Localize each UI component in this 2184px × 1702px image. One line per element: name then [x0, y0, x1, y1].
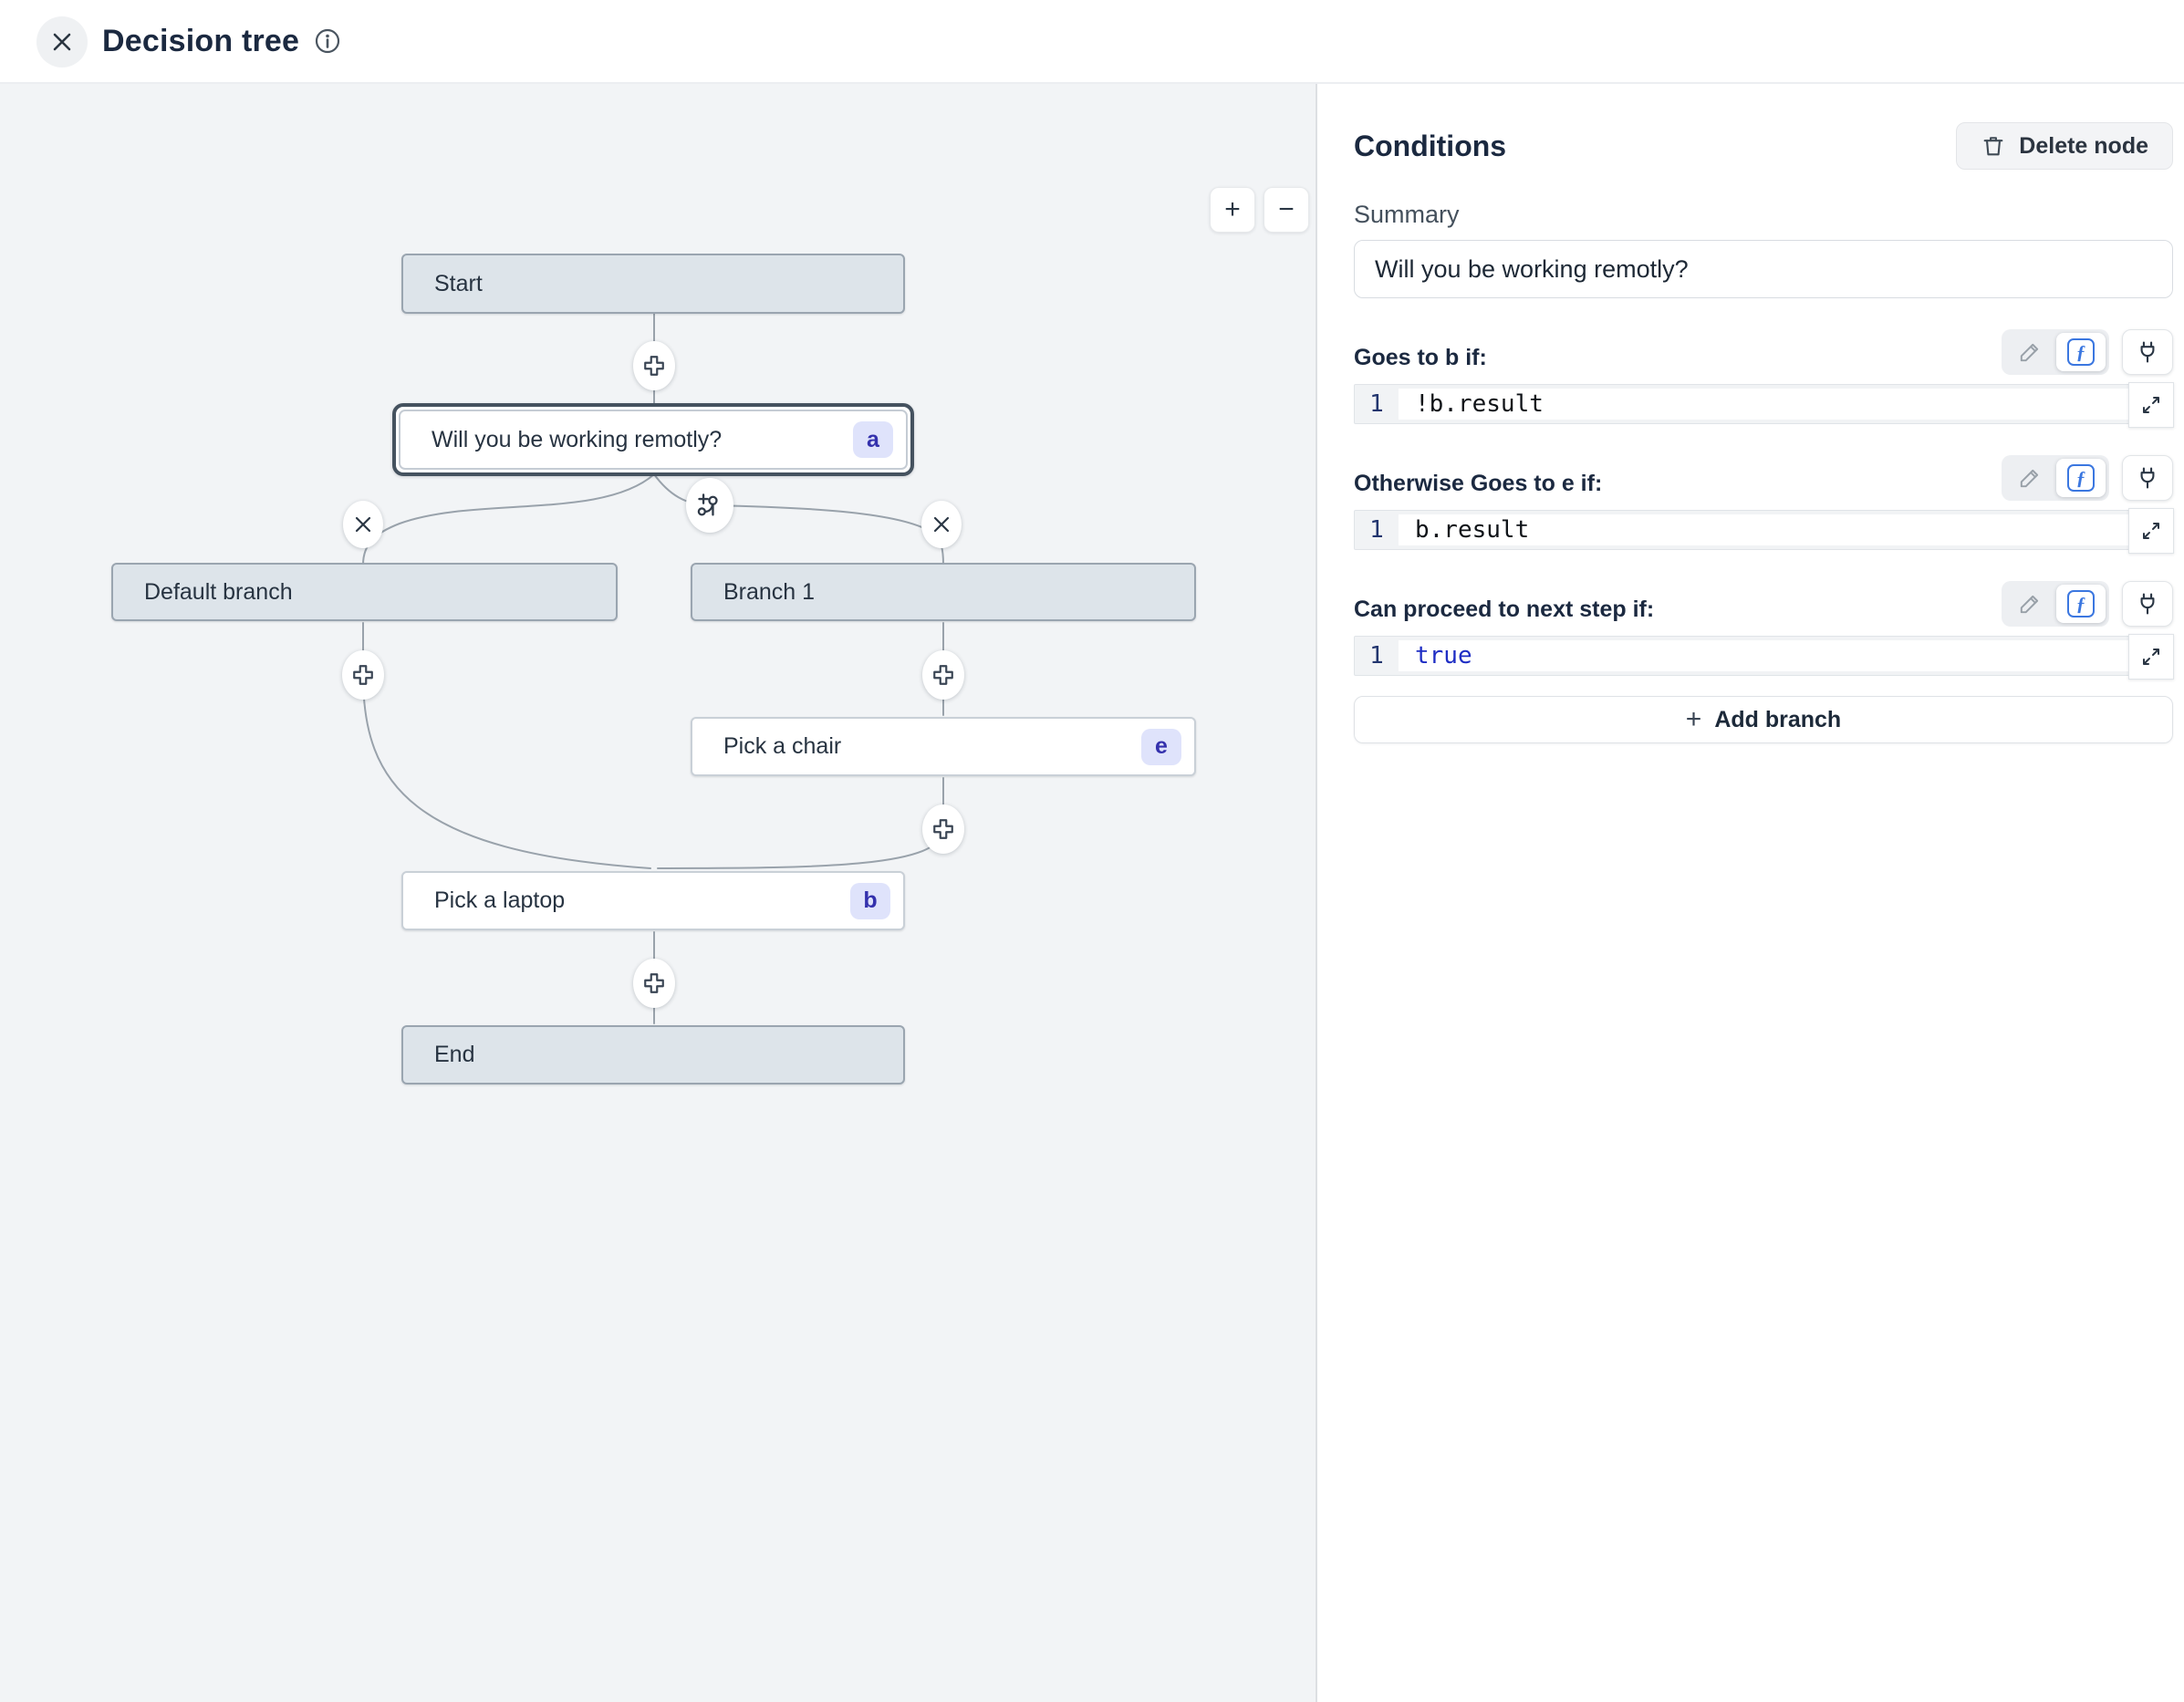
flow-canvas: Start Will you be working remotly? a Def… — [0, 84, 1316, 1702]
pencil-icon — [2018, 466, 2042, 490]
add-node-button[interactable] — [922, 650, 964, 700]
summary-input[interactable] — [1354, 240, 2173, 298]
plus-icon: + — [1685, 704, 1702, 734]
node-question-selected[interactable]: Will you be working remotly? a — [392, 403, 914, 476]
section-label: Can proceed to next step if: — [1354, 597, 1655, 622]
panel-title: Conditions — [1354, 129, 1507, 162]
zoom-out-button[interactable]: − — [1264, 187, 1309, 233]
zoom-in-button[interactable]: + — [1210, 187, 1255, 233]
code-mode-button[interactable]: ƒ — [2056, 333, 2106, 371]
add-branch-connector-button[interactable] — [686, 478, 733, 533]
info-icon[interactable] — [314, 27, 341, 55]
code-input[interactable]: true — [1399, 640, 2128, 671]
node-label: Start — [434, 270, 483, 296]
node-start[interactable]: Start — [401, 254, 905, 314]
node-label: Pick a laptop — [434, 887, 566, 913]
line-number: 1 — [1369, 516, 1384, 544]
node-label: Branch 1 — [723, 578, 816, 605]
code-editor: 1 !b.result — [1354, 382, 2174, 428]
add-node-button[interactable] — [922, 804, 964, 854]
code-mode-button[interactable]: ƒ — [2056, 459, 2106, 497]
node-label: End — [434, 1042, 475, 1067]
remove-branch-icon — [353, 514, 373, 534]
conditions-panel: Conditions Delete node Summary Goes to b… — [1316, 84, 2184, 1702]
add-branch-button[interactable]: + Add branch — [1354, 696, 2173, 743]
code-mode-button[interactable]: ƒ — [2056, 585, 2106, 623]
code-editor: 1 b.result — [1354, 508, 2174, 554]
edit-mode-button[interactable] — [2005, 459, 2054, 497]
node-badge: e — [1141, 728, 1181, 765]
line-number: 1 — [1369, 390, 1384, 418]
summary-label: Summary — [1354, 201, 1460, 228]
add-node-icon — [931, 663, 955, 687]
page-title: Decision tree — [102, 23, 300, 58]
node-badge: b — [850, 882, 890, 919]
code-input[interactable]: !b.result — [1399, 389, 2128, 420]
close-icon — [49, 29, 75, 55]
node-end[interactable]: End — [401, 1025, 905, 1085]
section-label: Goes to b if: — [1354, 345, 1487, 370]
expand-editor-button[interactable] — [2128, 382, 2174, 428]
delete-node-button[interactable]: Delete node — [1956, 122, 2173, 170]
plug-button[interactable] — [2122, 455, 2173, 501]
add-branch-label: Add branch — [1714, 706, 1842, 732]
condition-section-proceed: Can proceed to next step if: ƒ — [1354, 581, 2174, 680]
add-branch-connector-icon — [696, 492, 723, 519]
add-node-button[interactable] — [633, 959, 675, 1008]
line-number: 1 — [1369, 642, 1384, 669]
edit-mode-button[interactable] — [2005, 585, 2054, 623]
remove-branch-button[interactable] — [921, 501, 962, 548]
condition-section-goes-to-e: Otherwise Goes to e if: ƒ — [1354, 455, 2174, 554]
node-label: Pick a chair — [723, 733, 842, 759]
node-question-inner: Will you be working remotly? a — [399, 410, 908, 470]
zoom-in-icon: + — [1224, 194, 1241, 224]
fx-icon: ƒ — [2067, 590, 2095, 617]
section-label: Otherwise Goes to e if: — [1354, 471, 1603, 496]
remove-branch-button[interactable] — [343, 501, 383, 548]
expand-editor-button[interactable] — [2128, 508, 2174, 554]
editor-mode-toggle: ƒ — [2002, 581, 2109, 627]
remove-branch-icon — [931, 514, 952, 534]
pencil-icon — [2018, 592, 2042, 616]
close-button[interactable] — [36, 16, 88, 67]
editor-mode-toggle: ƒ — [2002, 455, 2109, 501]
add-node-icon — [642, 354, 666, 378]
plug-button[interactable] — [2122, 581, 2173, 627]
node-default-branch[interactable]: Default branch — [111, 563, 618, 621]
add-node-icon — [351, 663, 375, 687]
code-editor: 1 true — [1354, 634, 2174, 680]
delete-node-label: Delete node — [2019, 132, 2148, 159]
plug-icon — [2135, 339, 2160, 365]
plug-icon — [2135, 591, 2160, 617]
expand-editor-button[interactable] — [2128, 634, 2174, 680]
expand-icon — [2140, 394, 2162, 416]
pencil-icon — [2018, 340, 2042, 364]
node-branch-1[interactable]: Branch 1 — [691, 563, 1196, 621]
node-badge: a — [853, 421, 893, 458]
edit-mode-button[interactable] — [2005, 333, 2054, 371]
code-input[interactable]: b.result — [1399, 514, 2128, 545]
node-pick-a-chair[interactable]: Pick a chair e — [691, 717, 1196, 776]
trash-icon — [1981, 133, 2006, 159]
fx-icon: ƒ — [2067, 338, 2095, 366]
add-node-icon — [642, 971, 666, 995]
zoom-out-icon: − — [1278, 194, 1295, 224]
expand-icon — [2140, 520, 2162, 542]
plug-button[interactable] — [2122, 329, 2173, 375]
node-pick-a-laptop[interactable]: Pick a laptop b — [401, 871, 905, 930]
add-node-button[interactable] — [633, 341, 675, 390]
node-label: Will you be working remotly? — [432, 426, 723, 452]
node-label: Default branch — [144, 578, 293, 605]
condition-section-goes-to-b: Goes to b if: ƒ 1 — [1354, 329, 2174, 428]
expand-icon — [2140, 646, 2162, 668]
fx-icon: ƒ — [2067, 464, 2095, 492]
add-node-button[interactable] — [342, 650, 384, 700]
editor-mode-toggle: ƒ — [2002, 329, 2109, 375]
add-node-icon — [931, 817, 955, 841]
app-header: Decision tree — [0, 0, 2184, 84]
plug-icon — [2135, 465, 2160, 491]
